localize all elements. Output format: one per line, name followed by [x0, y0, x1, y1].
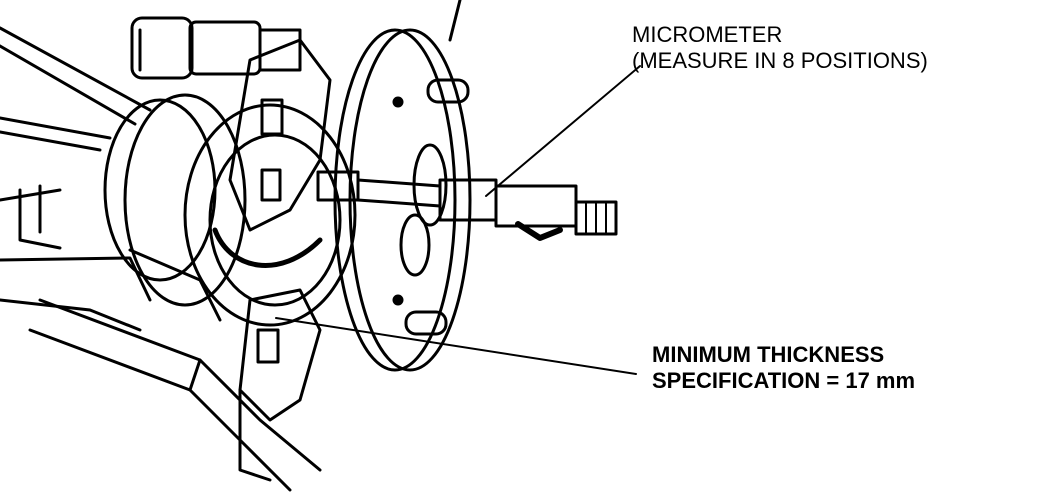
hub-assembly [103, 93, 357, 327]
micrometer-label-line1: MICROMETER [632, 22, 783, 47]
wheel-studs [404, 0, 470, 336]
micrometer-leader [485, 65, 641, 197]
micrometer-tool [316, 170, 618, 241]
callout-leaders [275, 65, 641, 375]
micrometer-label: MICROMETER (MEASURE IN 8 POSITIONS) [632, 22, 928, 75]
minimum-thickness-label-line1: MINIMUM THICKNESS [652, 342, 885, 367]
micrometer-label-line2: (MEASURE IN 8 POSITIONS) [632, 48, 928, 74]
minimum-thickness-label-line2: SPECIFICATION = 17 mm [652, 368, 916, 394]
thickness-leader [275, 317, 637, 375]
caliper-bolt [130, 16, 302, 80]
minimum-thickness-label: MINIMUM THICKNESS SPECIFICATION = 17 mm [652, 342, 915, 395]
steering-knuckle [228, 38, 332, 482]
lower-control-arm [28, 248, 322, 492]
control-arm [0, 26, 152, 332]
